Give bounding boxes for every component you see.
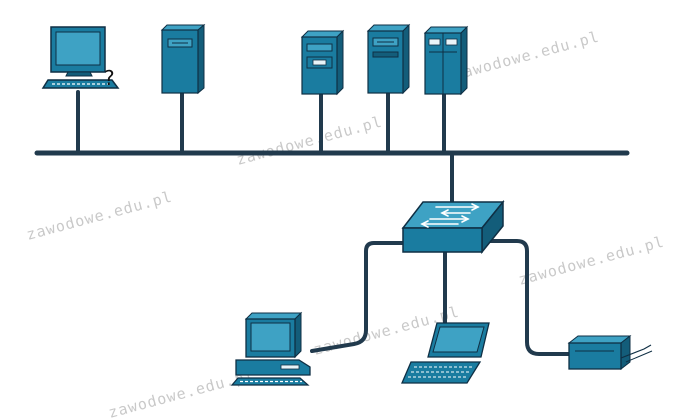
bottom-monitor-side <box>294 311 302 359</box>
server-1[interactable] <box>160 23 206 95</box>
server-4-side <box>460 25 468 96</box>
workstation-top-left[interactable]: ? <box>41 26 120 90</box>
server-2-side <box>336 29 344 96</box>
server-2-top <box>300 30 345 38</box>
server-4-bay-right <box>445 38 458 46</box>
printer[interactable] <box>567 334 653 371</box>
printer-top <box>567 335 632 344</box>
watermark-3: zawodowe.edu.pl <box>24 188 174 244</box>
workstation-bottom[interactable] <box>230 311 311 386</box>
cable-switch-to-workstation <box>310 241 407 353</box>
switch-arrows-icon <box>420 203 480 228</box>
watermark-1: zawodowe.edu.pl <box>451 28 601 84</box>
server-4-bay-left <box>428 38 441 46</box>
bottom-monitor-screen <box>250 322 291 352</box>
watermark-6: zawodowe.edu.pl <box>106 366 256 418</box>
keyboard <box>41 79 120 89</box>
cable-switch-to-printer <box>483 239 572 356</box>
server-2[interactable] <box>300 29 345 96</box>
network-switch[interactable] <box>401 199 505 255</box>
server-3-drive-bay-2 <box>372 51 399 58</box>
server-3[interactable] <box>366 23 411 95</box>
watermark-2: zawodowe.edu.pl <box>234 113 384 169</box>
server-4-top <box>423 26 469 34</box>
printer-paper-tray <box>620 344 652 359</box>
printer-front <box>568 342 622 370</box>
switch-front <box>402 227 483 253</box>
printer-paper-tray-edge <box>625 350 653 363</box>
server-3-top <box>366 24 411 32</box>
monitor-screen <box>55 31 101 66</box>
server-2-drive-light <box>312 59 327 66</box>
bottom-desktop-case <box>235 359 311 376</box>
server-2-drive-bay-1 <box>306 43 333 52</box>
bottom-drive-slot <box>280 364 300 370</box>
question-mark: ? <box>104 66 115 90</box>
cable-layer <box>34 90 630 356</box>
monitor-stand <box>65 71 93 77</box>
server-4[interactable] <box>423 25 469 96</box>
watermark-4: zawodowe.edu.pl <box>516 233 666 289</box>
server-1-side <box>197 23 205 95</box>
laptop[interactable] <box>401 322 490 384</box>
server-3-side <box>402 23 410 95</box>
laptop-screen <box>432 326 485 353</box>
bottom-monitor-top <box>244 312 303 320</box>
server-1-top <box>160 24 206 31</box>
